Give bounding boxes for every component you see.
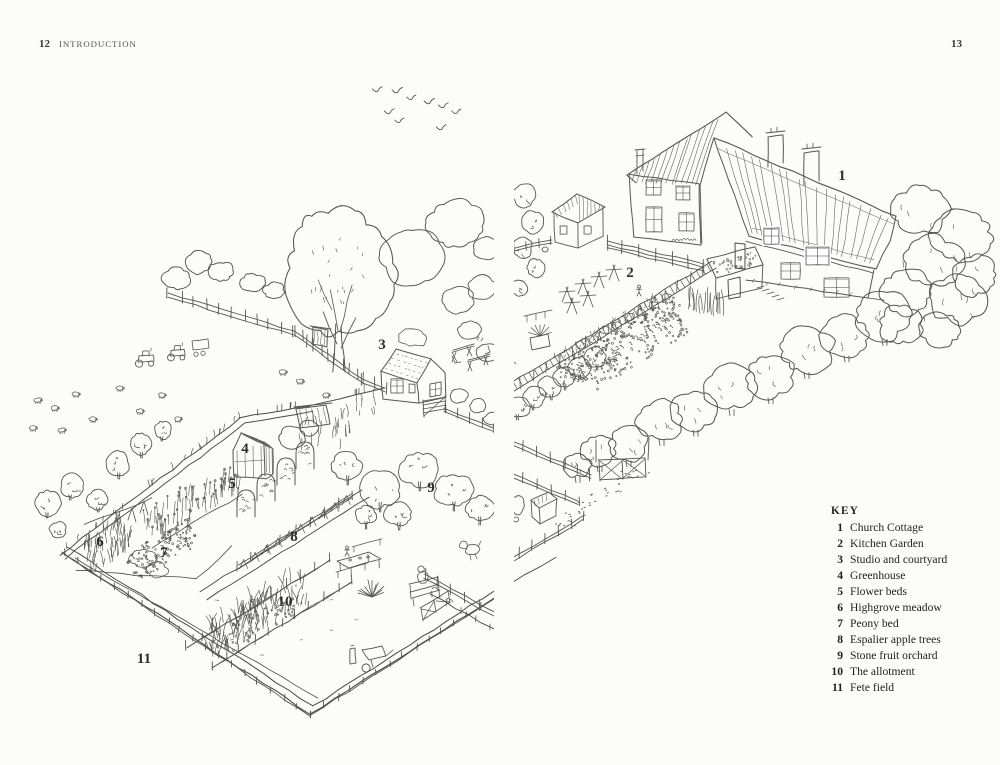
svg-text:3: 3 xyxy=(837,553,843,566)
svg-text:9: 9 xyxy=(427,480,435,496)
svg-text:8: 8 xyxy=(290,529,298,545)
svg-text:Studio and courtyard: Studio and courtyard xyxy=(850,553,947,566)
svg-text:4: 4 xyxy=(837,569,843,582)
svg-text:10: 10 xyxy=(278,594,293,610)
svg-text:12: 12 xyxy=(39,38,51,50)
svg-text:6: 6 xyxy=(96,534,104,550)
svg-text:2: 2 xyxy=(626,265,634,281)
svg-text:3: 3 xyxy=(378,337,386,353)
svg-text:1: 1 xyxy=(837,521,843,534)
svg-text:Church Cottage: Church Cottage xyxy=(850,521,923,534)
svg-text:Stone fruit orchard: Stone fruit orchard xyxy=(850,649,938,662)
svg-text:Highgrove meadow: Highgrove meadow xyxy=(850,601,942,614)
svg-text:10: 10 xyxy=(831,665,843,678)
svg-text:11: 11 xyxy=(137,651,151,667)
svg-text:Flower beds: Flower beds xyxy=(850,585,907,598)
svg-text:Fete field: Fete field xyxy=(850,681,894,694)
svg-text:8: 8 xyxy=(837,633,843,646)
svg-text:13: 13 xyxy=(951,38,963,50)
svg-text:7: 7 xyxy=(837,617,843,630)
svg-text:5: 5 xyxy=(837,585,843,598)
svg-text:2: 2 xyxy=(837,537,843,550)
svg-text:Peony bed: Peony bed xyxy=(850,617,899,630)
svg-text:7: 7 xyxy=(160,545,168,561)
svg-text:INTRODUCTION: INTRODUCTION xyxy=(59,39,137,49)
svg-text:6: 6 xyxy=(837,601,843,614)
svg-text:4: 4 xyxy=(241,441,249,457)
svg-text:1: 1 xyxy=(838,168,846,184)
svg-text:Kitchen Garden: Kitchen Garden xyxy=(850,537,924,550)
svg-text:Espalier apple trees: Espalier apple trees xyxy=(850,633,941,646)
svg-text:The allotment: The allotment xyxy=(850,665,915,678)
svg-text:5: 5 xyxy=(228,476,236,492)
svg-text:9: 9 xyxy=(837,649,843,662)
svg-text:11: 11 xyxy=(832,681,843,694)
svg-text:Greenhouse: Greenhouse xyxy=(850,569,905,582)
svg-text:KEY: KEY xyxy=(831,505,859,517)
